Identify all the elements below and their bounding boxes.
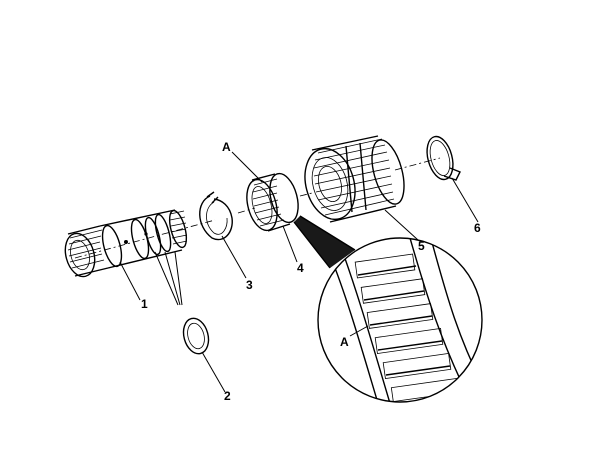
- needle-bearing-part: [246, 172, 299, 232]
- leader-lines: [119, 151, 479, 393]
- callout-5: 5: [418, 239, 425, 253]
- clamp-ring-part: [426, 135, 461, 181]
- detail-zoom-circle: [293, 215, 483, 403]
- callout-detail-a: A: [222, 140, 231, 154]
- callout-1: 1: [141, 297, 148, 311]
- snap-ring-part: [199, 191, 233, 241]
- callout-6: 6: [474, 221, 481, 235]
- callout-4: 4: [297, 261, 304, 275]
- gear-part: [304, 135, 405, 223]
- callout-detail-a-zoom: A: [340, 335, 349, 349]
- o-ring-part: [182, 317, 210, 355]
- shaft-part: [64, 209, 188, 278]
- callout-2: 2: [224, 389, 231, 403]
- callout-3: 3: [246, 278, 253, 292]
